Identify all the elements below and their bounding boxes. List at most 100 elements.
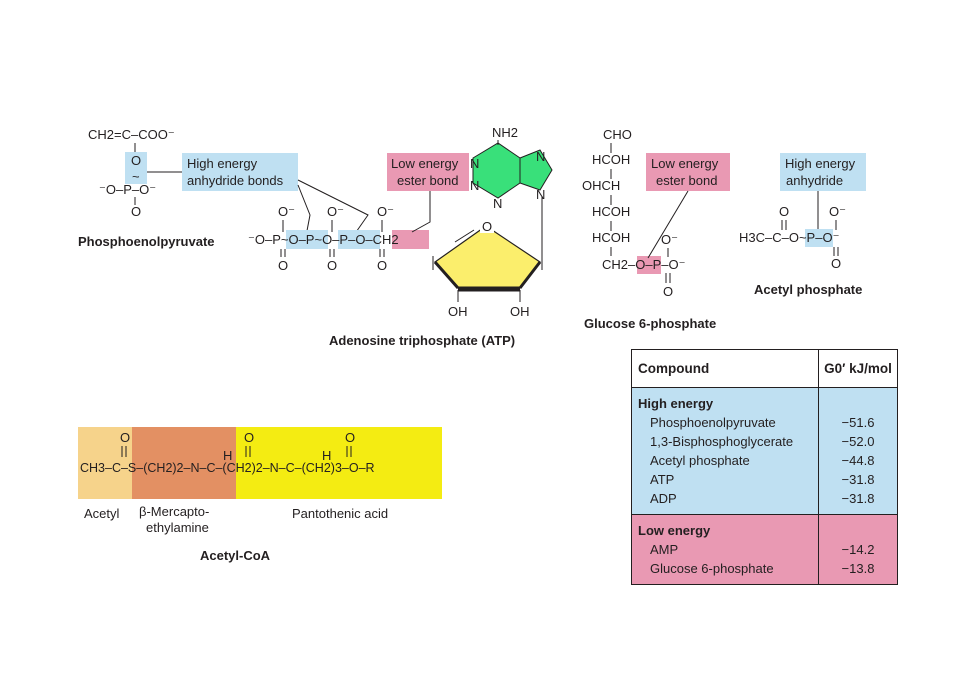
acoa-h: H (322, 448, 331, 463)
adenine-n7: N (536, 149, 545, 164)
table-row: Glucose 6-phosphate−13.8 (632, 559, 897, 578)
callout-high-energy-anhydride-bonds: High energy anhydride bonds (147, 153, 369, 237)
compound-cell: AMP (650, 542, 679, 557)
callout-box (182, 153, 298, 191)
table-row: ADP −31.8 (632, 489, 897, 508)
acetyl-phosphate-name: Acetyl phosphate (754, 282, 862, 297)
g6p-o: O (663, 284, 673, 299)
callout-line2: anhydride bonds (187, 173, 284, 188)
acoa-o: O (120, 430, 130, 445)
ribose-ring-edge (518, 261, 542, 289)
segment-pantothenic-acid (236, 427, 442, 499)
compound-cell: 1,3-Bisphosphoglycerate (650, 434, 794, 449)
adenine-n1: N (470, 156, 479, 171)
callout-pointer (647, 190, 689, 259)
callout-line2: anhydride (786, 173, 843, 188)
acoa-formula: CH3–C–S–(CH2)2–N–C–(CH2)2–N–C–(CH2)3–O–R (80, 461, 375, 475)
spacer (632, 388, 897, 394)
value-cell: −14.2 (818, 540, 897, 559)
g6p-o-minus: O⁻ (661, 232, 678, 247)
acetyl-coa-name: Acetyl-CoA (200, 548, 271, 563)
group-label-row: Low energy (632, 521, 897, 540)
g6p-row: CHO (603, 127, 632, 142)
g6p-row: HCOH (592, 230, 630, 245)
callout-line1: Low energy (651, 156, 719, 171)
adenine-ring-6 (472, 142, 521, 199)
table-row: Acetyl phosphate−44.8 (632, 451, 897, 470)
atp-anhydride-highlight-2 (338, 230, 380, 249)
adenine-nh2: NH2 (492, 125, 518, 140)
atp-name: Adenosine triphosphate (ATP) (329, 333, 515, 348)
callout-line2: ester bond (397, 173, 458, 188)
atp-o-2: O (327, 258, 337, 273)
atp-chain: ⁻O–P~O–P~O–P–O–CH2 (248, 232, 399, 247)
atp-ch2-bond (454, 229, 475, 243)
ribose-o-bg (480, 219, 494, 233)
adenine-n3: N (470, 178, 479, 193)
spacer (632, 578, 897, 584)
atp-anhydride-highlight-1 (286, 230, 328, 249)
acetyl-phosphate-anhydride-highlight (805, 229, 833, 247)
adenine-n: N (493, 196, 502, 211)
glucose-6-phosphate-structure: CHO HCOH OHCH HCOH HCOH CH2–O–P–O⁻ O⁻ O … (582, 127, 716, 331)
col-compound: Compound (638, 361, 710, 376)
callout-box (387, 153, 469, 191)
value-cell: −44.8 (818, 451, 897, 470)
acoa-label-pantothenic: Pantothenic acid (292, 506, 388, 521)
pep-name: Phosphoenolpyruvate (78, 234, 215, 249)
high-energy-group: High energy Phosphoenolpyruvate −51.6 1,3… (632, 388, 897, 514)
compound-cell: ADP (650, 491, 677, 506)
callout-pointer (297, 184, 311, 237)
value-cell: −31.8 (818, 470, 897, 489)
pep-line1: CH2=C–COO⁻ (88, 127, 175, 142)
group-label: High energy (638, 396, 714, 411)
ribose-oh-1: OH (448, 304, 468, 319)
pep-tilde: ~ (132, 169, 140, 184)
atp-ester-highlight (392, 230, 429, 249)
phosphoenolpyruvate-structure: CH2=C–COO⁻ O ~ ⁻O–P–O⁻ O Phosphoenolpyru… (78, 127, 215, 249)
ribose-o: O (482, 219, 492, 234)
table-header-row: Compound G0′ kJ/mol (632, 350, 897, 388)
callout-box-high-energy-anhydride (780, 153, 866, 191)
atp-o-minus-3: O⁻ (377, 204, 394, 219)
table-row: ATP −31.8 (632, 470, 897, 489)
col-g: G0′ kJ/mol (818, 350, 897, 387)
callout-line1: Low energy (391, 156, 459, 171)
value-cell: −31.8 (818, 489, 897, 508)
compound-cell: ATP (650, 472, 675, 487)
spacer (632, 508, 897, 514)
acetyl-phosphate-o-bottom: O (831, 256, 841, 271)
compound-cell: Phosphoenolpyruvate (650, 415, 776, 430)
low-energy-group: Low energy AMP −14.2 Glucose 6-phosphate−… (632, 514, 897, 584)
value-cell: −52.0 (818, 432, 897, 451)
acoa-o: O (345, 430, 355, 445)
ribose-oh-2: OH (510, 304, 530, 319)
acoa-label-mercapto: β-Mercapto- (139, 504, 209, 519)
adenine-ring-5 (519, 149, 553, 191)
value-cell: −51.6 (818, 413, 897, 432)
table-row: 1,3-Bisphosphoglycerate −52.0 (632, 432, 897, 451)
free-energy-table: Compound G0′ kJ/mol High energy Phosphoe… (631, 349, 898, 585)
callout-line1: High energy (187, 156, 258, 171)
acetyl-coa-structure: O O O H H CH3–C–S–(CH2)2–N–C–(CH2)2–N–C–… (78, 427, 442, 563)
group-label-row: High energy (632, 394, 897, 413)
ribose-ring-edge (433, 261, 460, 289)
callout-low-energy-ester-bond-atp: Low energy ester bond (387, 153, 469, 233)
acetyl-phosphate-o-top: O (779, 204, 789, 219)
table-row: AMP −14.2 (632, 540, 897, 559)
callout-line2: ester bond (656, 173, 717, 188)
acoa-o: O (244, 430, 254, 445)
g6p-row: OHCH (582, 178, 620, 193)
atp-o-minus-2: O⁻ (327, 204, 344, 219)
atp-o-1: O (278, 258, 288, 273)
pep-high-energy-highlight (125, 152, 147, 184)
segment-mercaptoethylamine (132, 427, 236, 499)
table-row: Phosphoenolpyruvate −51.6 (632, 413, 897, 432)
segment-acetyl (78, 427, 132, 499)
g6p-row: HCOH (592, 204, 630, 219)
acetyl-phosphate-formula: H3C–C–O~P–O⁻ (739, 230, 839, 245)
acetyl-phosphate-o-minus: O⁻ (829, 204, 846, 219)
g6p-row: HCOH (592, 152, 630, 167)
atp-structure: ⁻O–P~O–P~O–P–O–CH2 O⁻ O⁻ O⁻ O O O O OH O… (248, 125, 553, 348)
